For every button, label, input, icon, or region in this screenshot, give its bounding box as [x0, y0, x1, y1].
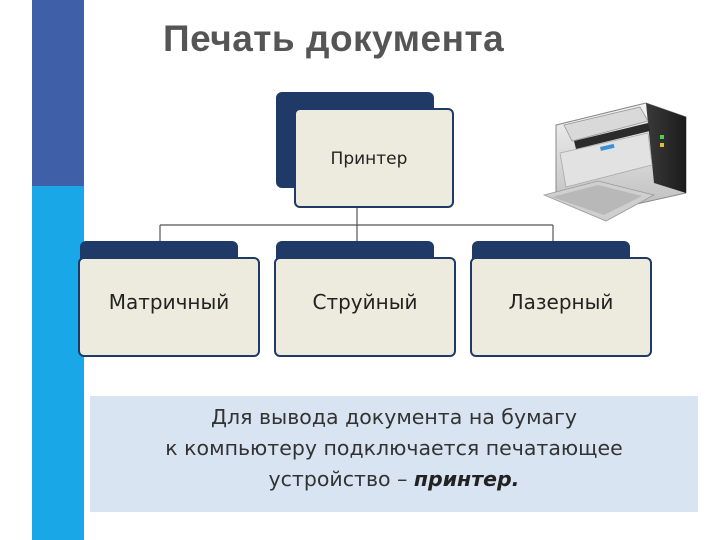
- decorative-stripe-top: [32, 0, 84, 186]
- node-printer: Принтер: [276, 92, 456, 210]
- node-front: Матричный: [78, 257, 260, 357]
- info-emphasis: принтер.: [413, 467, 520, 491]
- info-line-3-prefix: устройство –: [268, 467, 414, 491]
- node-laser: Лазерный: [470, 241, 652, 359]
- node-front: Лазерный: [470, 257, 652, 357]
- node-label-dot-matrix: Матричный: [108, 290, 230, 314]
- info-text: Для вывода документа на бумагу к компьют…: [90, 402, 698, 495]
- node-front: Струйный: [274, 257, 456, 357]
- info-line-1: Для вывода документа на бумагу: [210, 405, 578, 429]
- node-dot-matrix: Матричный: [78, 241, 260, 359]
- info-line-3: устройство – принтер.: [90, 464, 698, 495]
- printer-image: [542, 102, 687, 222]
- node-label-laser: Лазерный: [508, 290, 614, 314]
- node-label-root: Принтер: [330, 149, 408, 169]
- node-inkjet: Струйный: [274, 241, 456, 359]
- node-front: Принтер: [294, 108, 454, 208]
- info-line-2: к компьютеру подключается печатающее: [165, 436, 623, 460]
- slide-title: Печать документа: [163, 18, 505, 59]
- decorative-stripe-bottom: [32, 186, 84, 540]
- info-box: Для вывода документа на бумагу к компьют…: [90, 396, 698, 512]
- node-label-inkjet: Струйный: [312, 290, 418, 314]
